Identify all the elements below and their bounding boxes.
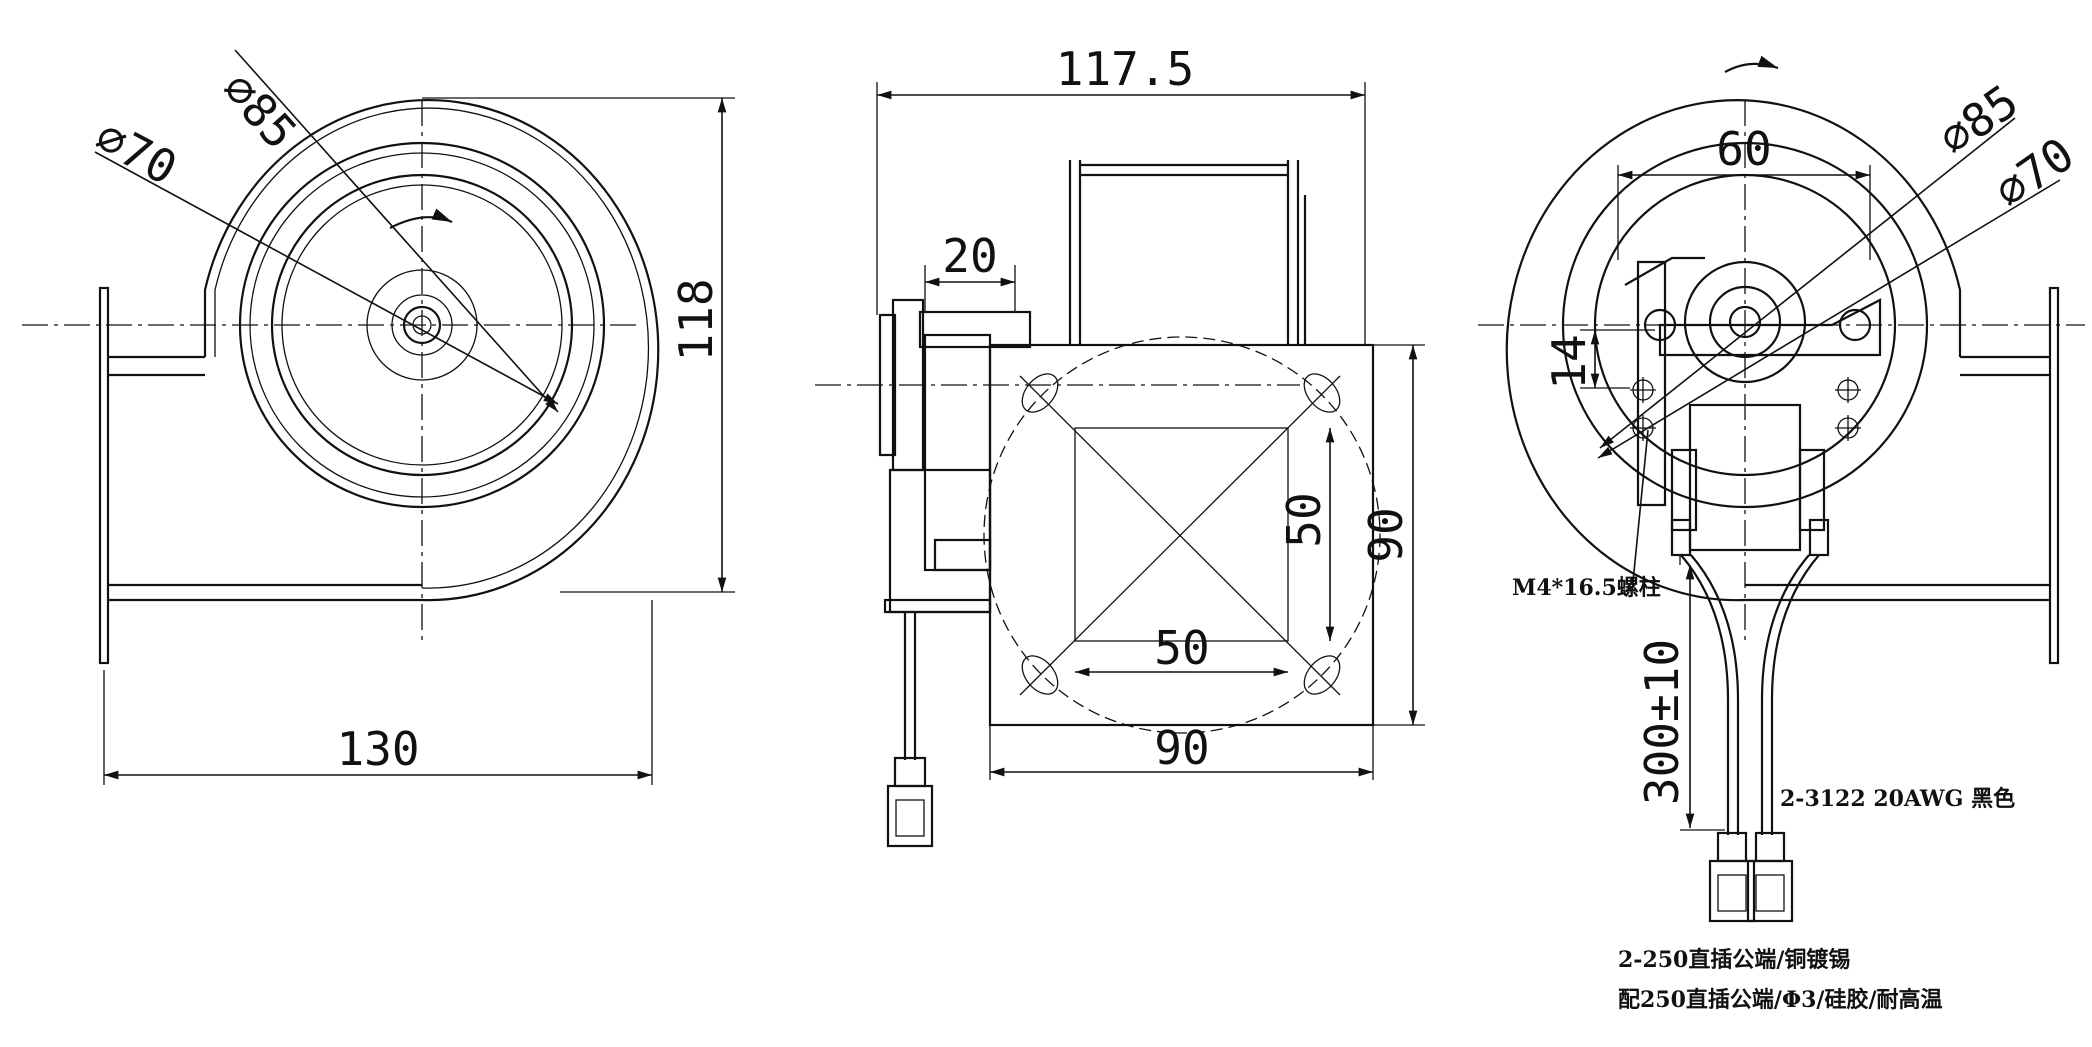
rear-motor-width-label: 60 bbox=[1716, 122, 1771, 176]
front-dia85-leader bbox=[234, 49, 559, 413]
rear-post-offset-label: 14 bbox=[1542, 334, 1596, 389]
rear-ring-85 bbox=[1561, 141, 1929, 509]
rear-post-note: M4*16.5螺柱 bbox=[1512, 575, 1661, 601]
side-mount-holes bbox=[1021, 373, 1341, 695]
rear-bracket-left bbox=[1636, 260, 1667, 507]
rear-rotation-arrow bbox=[1724, 55, 1779, 73]
rear-outlet-flange bbox=[1745, 286, 2060, 665]
side-inlet-circle bbox=[983, 336, 1381, 734]
side-cross-b bbox=[1019, 375, 1341, 696]
rear-coil-side-right bbox=[1798, 448, 1826, 532]
rear-bracket-arms bbox=[1658, 298, 1882, 357]
rear-coil-side-left bbox=[1670, 448, 1698, 532]
rear-terminal-note-1: 2-250直插公端/铜镀锡 bbox=[1618, 947, 1850, 973]
front-width-label: 130 bbox=[336, 722, 419, 776]
side-hole-v-label: 50 bbox=[1277, 492, 1331, 547]
front-dia70-leader bbox=[94, 151, 559, 405]
rear-lead-length-label: 300±10 bbox=[1635, 639, 1689, 805]
rear-pin-left bbox=[1670, 518, 1692, 557]
side-impeller-band bbox=[1068, 160, 1307, 345]
side-hole-h-label: 50 bbox=[1154, 621, 1209, 675]
front-scroll-housing bbox=[203, 99, 660, 602]
side-wire-terminal bbox=[886, 612, 934, 848]
side-flange-height-label: 90 bbox=[1359, 507, 1413, 562]
front-hub-mid bbox=[391, 294, 453, 356]
rear-post-leader bbox=[1631, 429, 1649, 593]
rear-wire-note: 2-3122 20AWG 黑色 bbox=[1780, 786, 2015, 812]
rear-pin-right bbox=[1808, 518, 1830, 557]
rear-scroll-housing bbox=[1505, 99, 1962, 602]
side-view: 117.5 20 90 90 50 50 bbox=[815, 42, 1425, 848]
side-length-label: 117.5 bbox=[1056, 42, 1194, 96]
rear-posts bbox=[1630, 377, 1861, 441]
rear-view: 60 ⌀85 ⌀70 14 M4*16.5螺柱 300±10 2-3122 20… bbox=[1478, 55, 2085, 1013]
rear-terminals bbox=[1708, 831, 1794, 923]
rear-motor-hub-inner bbox=[1708, 285, 1782, 359]
front-rotation-arrow bbox=[389, 208, 453, 229]
front-view: ⌀85 ⌀70 130 118 bbox=[22, 49, 735, 785]
rear-ear-right bbox=[1838, 308, 1872, 342]
front-hub-outer bbox=[366, 269, 478, 381]
rear-terminal-note-2: 配250直插公端/Φ3/硅胶/耐高温 bbox=[1618, 987, 1943, 1013]
side-motor bbox=[878, 298, 1032, 614]
rear-motor-hub bbox=[1683, 260, 1807, 384]
front-ring-70-inner bbox=[281, 184, 563, 466]
front-shaft-ring bbox=[402, 305, 442, 345]
side-flange-width-label: 90 bbox=[1154, 721, 1209, 775]
side-depth-label: 20 bbox=[942, 229, 997, 283]
front-ring-70 bbox=[270, 173, 574, 477]
front-outlet-flange bbox=[98, 286, 422, 665]
front-ring-85-inner bbox=[249, 152, 595, 498]
rear-dia70-label: ⌀70 bbox=[1985, 127, 2084, 219]
front-height-label: 118 bbox=[669, 278, 723, 361]
rear-shaft bbox=[1728, 305, 1762, 339]
rear-ear-left bbox=[1643, 308, 1677, 342]
front-scroll-inner bbox=[214, 107, 650, 589]
front-ring-85 bbox=[238, 141, 606, 509]
front-dia85-label: ⌀85 bbox=[212, 62, 308, 160]
rear-dia85-leader bbox=[1599, 117, 2016, 449]
side-inner-square bbox=[1074, 427, 1289, 642]
rear-dia85-label: ⌀85 bbox=[1929, 74, 2028, 166]
front-dia70-label: ⌀70 bbox=[87, 109, 186, 196]
rear-bracket-top bbox=[1624, 256, 1705, 286]
rear-dia70-leader bbox=[1597, 179, 2061, 459]
